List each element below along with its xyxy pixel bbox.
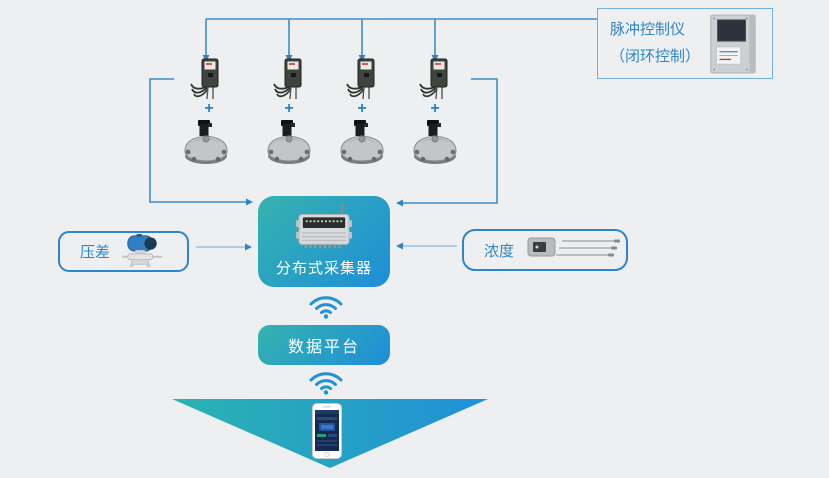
- pulse-valve-driver-icon: [418, 57, 452, 102]
- pulse-valve-icon: [335, 119, 389, 167]
- branch-arrowheads: [202, 55, 439, 62]
- pressure-label: 压差: [80, 244, 111, 261]
- pulse-controller-cabinet-icon: [706, 13, 760, 75]
- pulse-valve-driver-icon: [345, 57, 379, 102]
- distributed-collector-box: 分布式采集器: [258, 196, 390, 287]
- pressure-arrowhead: [245, 243, 252, 251]
- plus-sign: +: [430, 100, 440, 117]
- left-bracket-arrowhead: [246, 198, 253, 206]
- pressure-box: 压差: [58, 231, 189, 272]
- concentration-label: 浓度: [484, 242, 515, 260]
- pulse-valve-driver-icon: [272, 57, 306, 102]
- concentration-box: 浓度: [462, 229, 628, 271]
- pulse-valve-icon: [262, 119, 316, 167]
- top-bus-line: [205, 18, 597, 55]
- collector-label: 分布式采集器: [275, 260, 372, 277]
- wifi-icon: [307, 292, 345, 319]
- pulse-controller-label: 脉冲控制仪 （闭环控制）: [610, 21, 701, 65]
- plus-sign: +: [204, 100, 214, 117]
- concentration-sensor-icon: [526, 235, 626, 265]
- concentration-arrowhead: [396, 242, 403, 250]
- wifi-icon: [307, 368, 345, 395]
- plus-sign: +: [284, 100, 294, 117]
- data-platform-label: 数据平台: [287, 339, 360, 356]
- pressure-transmitter-icon: [120, 233, 166, 270]
- left-bracket-connector: [149, 78, 246, 203]
- pulse-valve-driver-icon: [189, 57, 223, 102]
- pulse-controller-box: 脉冲控制仪 （闭环控制）: [597, 8, 773, 79]
- data-collector-device-icon: [293, 203, 355, 253]
- smartphone-icon: [312, 403, 342, 459]
- plus-sign: +: [357, 100, 367, 117]
- pulse-valve-icon: [179, 119, 233, 167]
- pulse-valve-icon: [408, 119, 462, 167]
- right-bracket-connector: [403, 78, 498, 204]
- data-platform-box: 数据平台: [258, 325, 390, 365]
- right-bracket-arrowhead: [396, 199, 403, 207]
